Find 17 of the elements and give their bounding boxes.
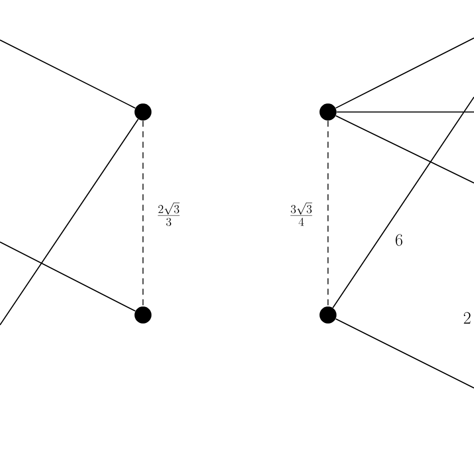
number-label: $2$	[464, 312, 470, 324]
line	[0, 118, 139, 326]
line	[332, 96, 474, 308]
line	[336, 111, 474, 113]
edge-label: $\frac{3\sqrt{3}}{4}$	[290, 202, 312, 226]
line	[336, 38, 474, 109]
point-dot	[134, 306, 152, 324]
edge-label: $6$	[396, 234, 402, 246]
line	[0, 40, 136, 109]
point-dot	[134, 104, 152, 120]
edge-label: $\frac{2\sqrt{3}}{3}$	[158, 202, 180, 226]
point-dot	[320, 306, 336, 324]
line	[336, 318, 474, 388]
point-dot	[320, 104, 336, 120]
line	[336, 115, 474, 184]
dashed-line	[142, 120, 144, 307]
line	[0, 242, 136, 312]
